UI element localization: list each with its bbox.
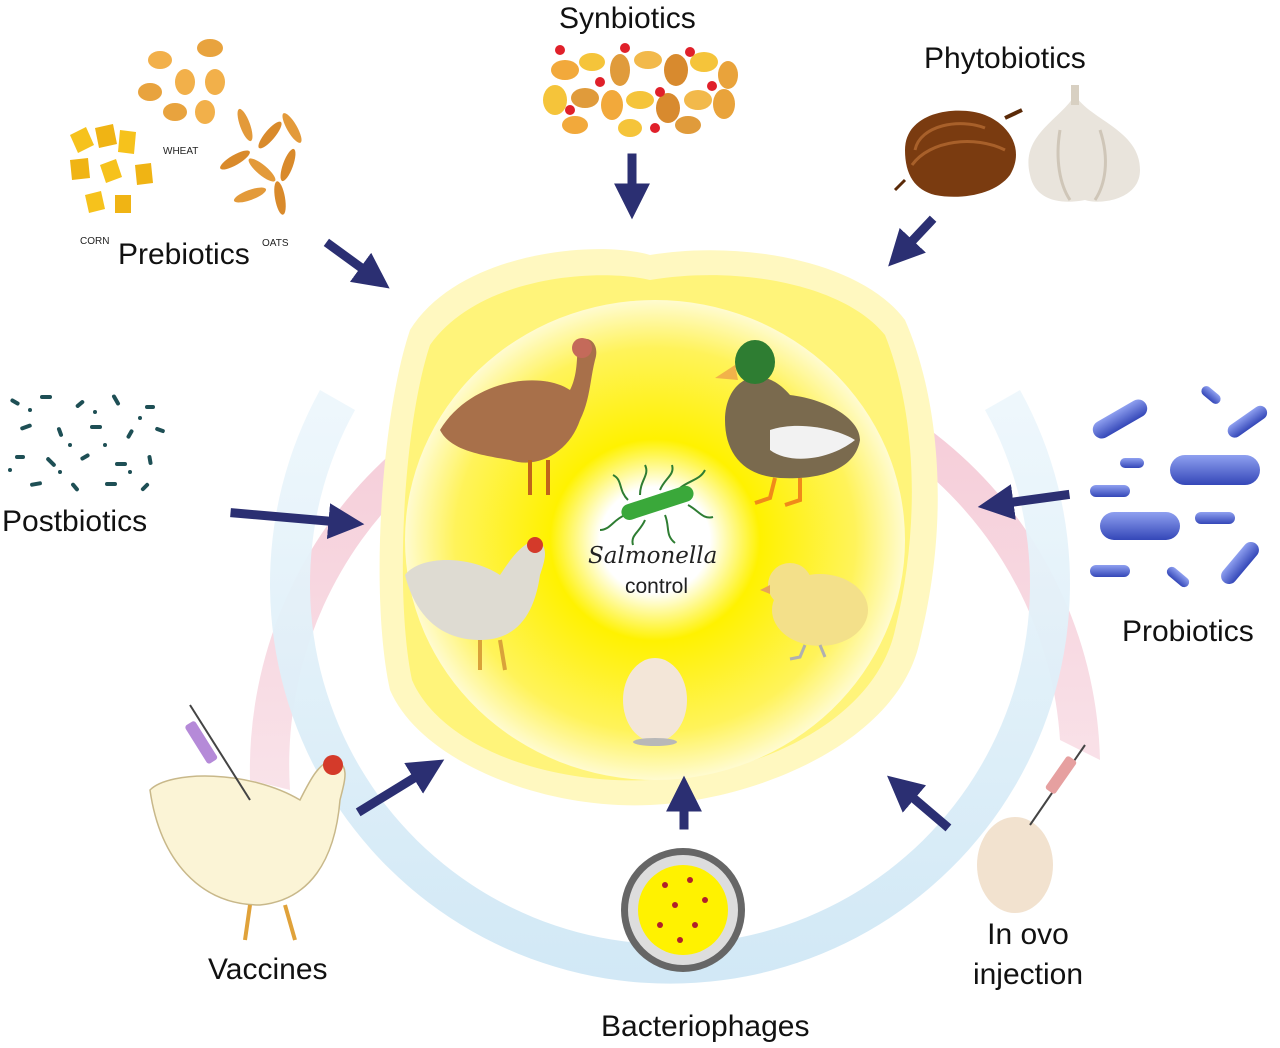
- vaccine-chicken-icon: [149, 755, 346, 941]
- turkey-icon: [440, 338, 597, 495]
- arrow-vaccines: [355, 759, 445, 817]
- arrow-prebiotics: [323, 238, 390, 289]
- label-probiotics: Probiotics: [1122, 615, 1254, 648]
- hen-icon: [405, 537, 545, 671]
- postbiotics-particles-icon: [8, 394, 165, 492]
- center-title: Salmonella: [588, 543, 718, 569]
- duck-icon: [715, 340, 860, 507]
- label-in-ovo-injection: In ovo injection: [958, 915, 1098, 995]
- center-subtitle: control: [625, 575, 689, 598]
- onion-icon: [893, 108, 1023, 197]
- arrow-probiotics: [977, 484, 1071, 520]
- label-corn: CORN: [80, 236, 110, 247]
- label-phytobiotics: Phytobiotics: [924, 42, 1086, 75]
- arrow-postbiotics: [230, 503, 365, 540]
- label-prebiotics: Prebiotics: [118, 238, 250, 271]
- label-in-ovo-line2: injection: [972, 958, 1084, 991]
- label-oats: OATS: [262, 238, 289, 249]
- probiotics-bacteria-icon: [1090, 386, 1268, 588]
- in-ovo-syringe-icon: [1029, 744, 1086, 826]
- arrow-phytobiotics: [888, 215, 937, 267]
- arrows: [230, 153, 1071, 832]
- synbiotics-grains-icon: [543, 43, 738, 137]
- salmonella-bacterium-icon: [599, 464, 714, 546]
- chick-icon: [760, 563, 868, 661]
- label-in-ovo-line1: In ovo: [987, 918, 1069, 951]
- vaccine-syringe-icon: [185, 704, 251, 801]
- label-postbiotics: Postbiotics: [2, 505, 148, 538]
- bacteriophage-icon: [621, 848, 745, 972]
- arrow-in-ovo: [887, 775, 952, 832]
- label-bacteriophages: Bacteriophages: [601, 1010, 810, 1043]
- egg-icon: [623, 658, 687, 746]
- label-vaccines: Vaccines: [208, 953, 328, 986]
- label-wheat: WHEAT: [163, 146, 199, 157]
- in-ovo-egg-icon: [977, 817, 1053, 913]
- garlic-icon: [1028, 85, 1140, 202]
- prebiotics-grains-icon: [70, 39, 302, 215]
- label-synbiotics: Synbiotics: [559, 2, 696, 35]
